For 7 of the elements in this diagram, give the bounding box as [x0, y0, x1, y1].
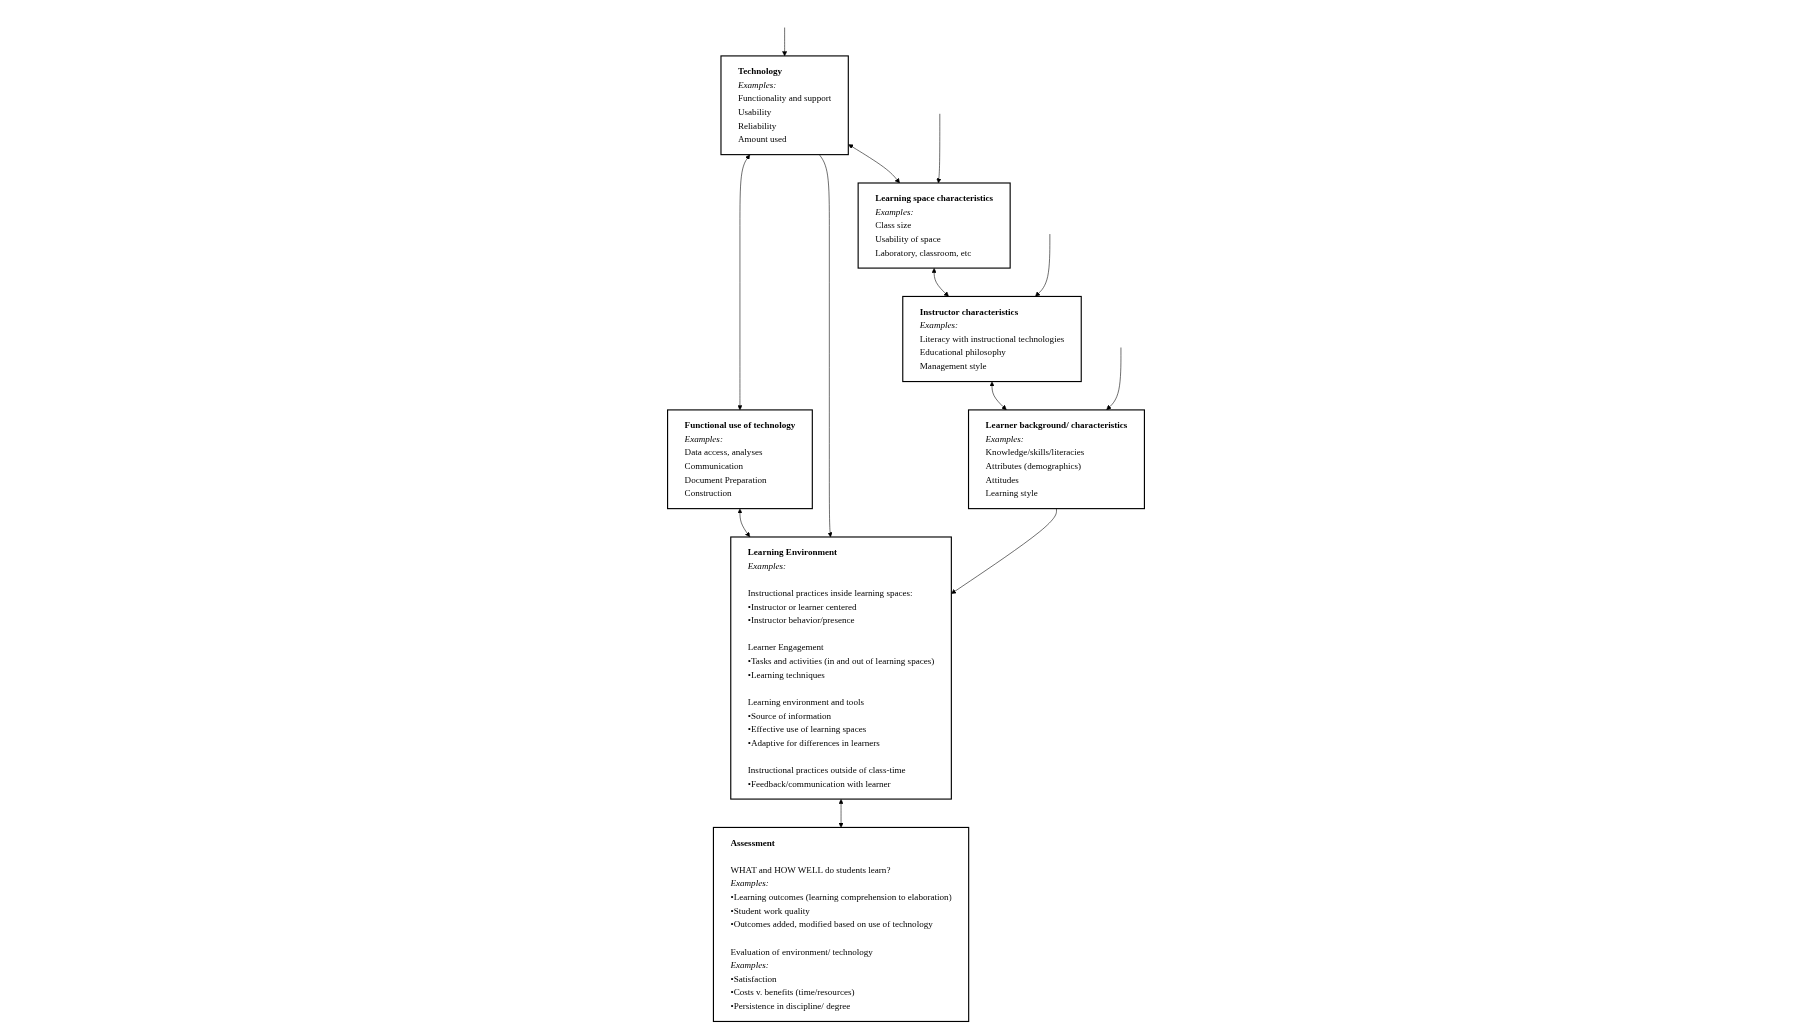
node-box: Technology Examples: Functionality and support Usability Reliability Amount used: [720, 55, 849, 156]
node-box: Assessment WHAT and HOW WELL do students learn? Examples: •Learning outcomes (learning comprehension to elaboration) •Student work quality •Outcomes added, modified based on use of technology Evaluation of environment/ technology Examples: •Satisfaction •Costs v. benefits (time/resources) •Persistence in discipline/ degree: [712, 826, 970, 1023]
node-box: Learning space characteristics Examples: Class size Usability of space Laboratory, classroom, etc: [857, 182, 1011, 269]
node-box: Instructor characteristics Examples: Literacy with instructional technologies Educational philosophy Management style: [902, 295, 1082, 383]
node-box: Learner background/ characteristics Examples: Knowledge/skills/literacies Attributes (demographics) Attitudes Learning style: [967, 409, 1145, 510]
node-box: Functional use of technology Examples: Data access, analyses Communication Document Preparation Construction: [667, 409, 813, 510]
node-box: Learning Environment Examples: Instructional practices inside learning spaces: •Instructor or learner centered •Instructor behavior/presence Learner Engagement •Tasks and activities (in and out of learning spaces) •Learning techniques Learning environment and tools •Source of information •Effective use of learning spaces •Adaptive for differences in learners Instructional practices outside of class-time •Feedback/communication with learner: [730, 536, 952, 800]
